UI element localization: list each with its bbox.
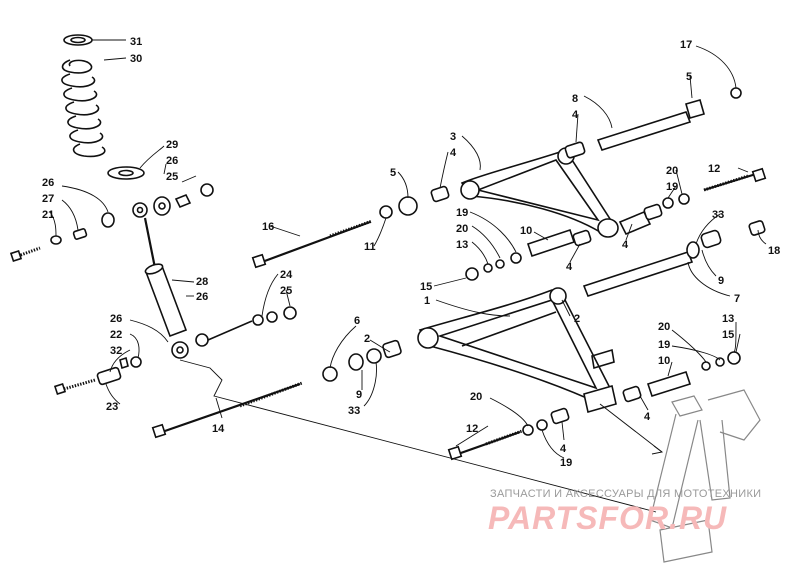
callout-25: 25	[166, 171, 178, 183]
callout-12: 12	[466, 423, 478, 435]
callout-22: 22	[110, 329, 122, 341]
callout-2: 2	[364, 333, 370, 345]
callout-6: 6	[354, 315, 360, 327]
callout-19: 19	[560, 457, 572, 469]
callout-19: 19	[658, 339, 670, 351]
callout-4: 4	[572, 109, 579, 121]
assembly-reference-lines	[179, 359, 664, 513]
callout-16: 16	[262, 221, 274, 233]
callout-31: 31	[130, 36, 142, 48]
callout-32: 32	[110, 345, 122, 357]
callout-26: 26	[110, 313, 122, 325]
callout-2: 2	[574, 313, 580, 325]
callout-33: 33	[348, 405, 360, 417]
callout-13: 13	[722, 313, 734, 325]
callout-26: 26	[166, 155, 178, 167]
callout-20: 20	[658, 321, 670, 333]
callout-15: 15	[420, 281, 432, 293]
shock-absorber-assembly	[9, 34, 297, 396]
callout-7: 7	[734, 293, 740, 305]
upper-pivot-shaft	[564, 87, 742, 159]
lower-pivot-shaft	[582, 220, 766, 297]
callout-15: 15	[722, 329, 734, 341]
callout-5: 5	[686, 71, 692, 83]
callout-11: 11	[364, 241, 376, 253]
callout-labels: 31 30 29 26 25 26 27 21 28 26 24 25 26 2…	[42, 36, 780, 469]
callout-4: 4	[566, 261, 573, 273]
watermark-caption: ЗАПЧАСТИ И АКСЕССУАРЫ ДЛЯ МОТОТЕХНИКИ	[490, 488, 762, 500]
callout-4: 4	[560, 443, 567, 455]
callout-10: 10	[520, 225, 532, 237]
callout-14: 14	[212, 423, 225, 435]
callout-28: 28	[196, 276, 208, 288]
callout-9: 9	[718, 275, 724, 287]
callout-25: 25	[280, 285, 292, 297]
shock-body	[144, 263, 188, 338]
callout-13: 13	[456, 239, 468, 251]
callout-4: 4	[644, 411, 651, 423]
lower-a-arm	[417, 287, 617, 414]
callout-23: 23	[106, 401, 118, 413]
callout-8: 8	[572, 93, 578, 105]
callout-1: 1	[424, 295, 430, 307]
callout-30: 30	[130, 53, 142, 65]
callout-18: 18	[768, 245, 780, 257]
callout-33: 33	[712, 209, 724, 221]
lower-arm-long-bolt	[151, 339, 402, 439]
spindle-assembly	[649, 389, 761, 563]
callout-4: 4	[450, 147, 457, 159]
callout-5: 5	[390, 167, 396, 179]
lower-right-sleeve-group	[622, 351, 741, 403]
callout-12: 12	[708, 163, 720, 175]
callout-19: 19	[666, 181, 678, 193]
callout-4: 4	[622, 239, 629, 251]
callout-3: 3	[450, 131, 456, 143]
callout-29: 29	[166, 139, 178, 151]
upper-right-bolt	[643, 167, 767, 221]
callout-21: 21	[42, 209, 54, 221]
callout-20: 20	[470, 391, 482, 403]
callout-19: 19	[456, 207, 468, 219]
callout-20: 20	[666, 165, 678, 177]
callout-20: 20	[456, 223, 468, 235]
watermark-brand: PARTSFOR.RU	[488, 500, 728, 536]
callout-24: 24	[280, 269, 293, 281]
callout-10: 10	[658, 355, 670, 367]
lower-front-bolt	[447, 407, 570, 461]
callout-27: 27	[42, 193, 54, 205]
leader-lines	[49, 39, 767, 459]
callout-9: 9	[356, 389, 362, 401]
upper-arm-bolt	[251, 185, 450, 269]
coil-spring	[61, 59, 106, 158]
callout-26: 26	[196, 291, 208, 303]
mid-sleeve-group	[465, 228, 592, 281]
callout-26: 26	[42, 177, 54, 189]
upper-a-arm	[460, 147, 652, 238]
callout-17: 17	[680, 39, 692, 51]
